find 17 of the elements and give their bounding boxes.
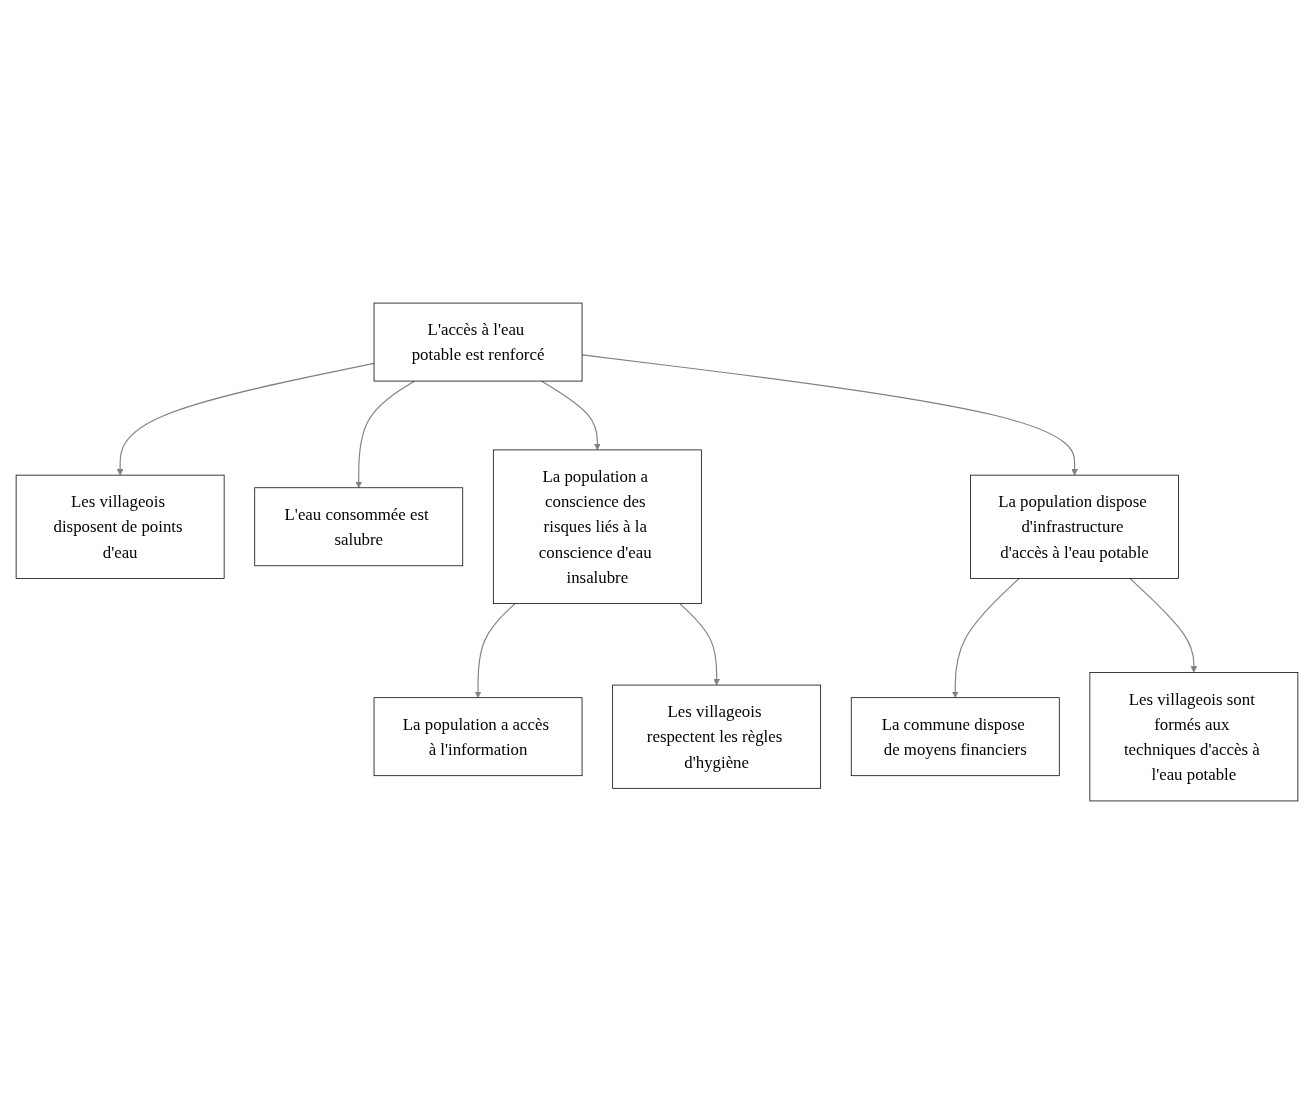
- node-box: La population a accès à l'information: [373, 697, 583, 777]
- arrow: [474, 603, 516, 698]
- node-box: La population dispose d'infrastructure d'accès à l'eau potable: [970, 474, 1179, 579]
- node-box: Les villageois disposent de points d'eau: [15, 474, 225, 579]
- arrow: [581, 354, 1078, 476]
- node-box: La commune dispose de moyens financiers: [850, 697, 1060, 777]
- node-box: La population a conscience des risques liés à la conscience d'eau insalubre: [492, 449, 702, 604]
- arrow: [355, 380, 416, 489]
- arrow: [1129, 577, 1198, 673]
- node-box: Les villageois respectent les règles d'hygiène: [612, 684, 822, 789]
- arrow: [679, 603, 720, 686]
- arrow: [540, 380, 601, 451]
- node-box: L'eau consommée est salubre: [254, 487, 464, 567]
- arrow: [951, 577, 1020, 698]
- arrow: [116, 362, 375, 476]
- node-box: Les villageois sont formés aux techniques d'accès à l'eau potable: [1089, 672, 1299, 802]
- node-box: L'accès à l'eau potable est renforcé: [373, 302, 583, 382]
